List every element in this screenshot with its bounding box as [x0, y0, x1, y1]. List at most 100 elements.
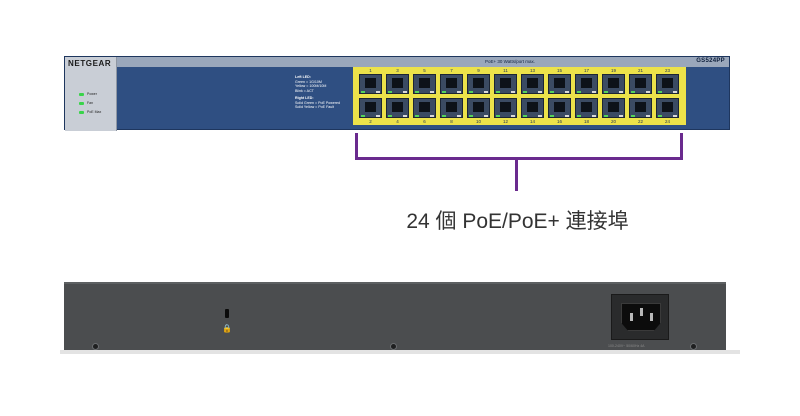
ethernet-port[interactable]	[413, 74, 436, 94]
link-led-icon	[577, 115, 581, 117]
poe-led-icon	[565, 91, 569, 93]
port-number-label: 22	[637, 119, 643, 124]
link-led-icon	[658, 115, 662, 117]
brand-block: NETGEAR Power Fan PoE Max	[65, 57, 117, 131]
power-pin	[640, 308, 643, 316]
ethernet-port[interactable]	[440, 98, 463, 118]
ethernet-port[interactable]	[440, 74, 463, 94]
link-led-icon	[604, 91, 608, 93]
front-top-strip	[65, 57, 729, 67]
ethernet-port[interactable]	[494, 74, 517, 94]
link-led-icon	[442, 115, 446, 117]
power-pin	[630, 313, 633, 321]
poe-led-icon	[592, 115, 596, 117]
port-number-label: 18	[583, 119, 589, 124]
port-number-label: 14	[529, 119, 535, 124]
poe-led-icon	[565, 115, 569, 117]
model-name: GS524PP	[696, 58, 725, 64]
power-inlet[interactable]	[621, 303, 661, 331]
poe-led-icon	[457, 91, 461, 93]
port-number-label: 21	[637, 68, 643, 73]
ethernet-port[interactable]	[521, 98, 544, 118]
ethernet-port[interactable]	[467, 74, 490, 94]
poe-led-icon	[538, 115, 542, 117]
led-legend: Left LED: Green = 1G/10M Yellow = 100M/1…	[295, 75, 353, 110]
ethernet-port[interactable]	[656, 74, 679, 94]
lock-icon: 🔒	[222, 324, 232, 333]
link-led-icon	[550, 91, 554, 93]
ethernet-port[interactable]	[629, 74, 652, 94]
status-led-label: Power	[87, 92, 97, 96]
link-led-icon	[469, 91, 473, 93]
left-led-line: Yellow = 100M/10M	[295, 84, 327, 88]
ethernet-port[interactable]	[386, 98, 409, 118]
power-rating-label: 100-240V~ 50/60Hz 4A	[608, 344, 645, 348]
port-number-label: 11	[503, 68, 508, 73]
screw-icon	[690, 343, 697, 350]
port-number-label: 13	[529, 68, 535, 73]
brand-logo: NETGEAR	[68, 59, 112, 68]
poe-led-icon	[646, 91, 650, 93]
poe-led-icon	[619, 91, 623, 93]
status-led-poe-max: PoE Max	[79, 109, 113, 115]
link-led-icon	[496, 91, 500, 93]
link-led-icon	[577, 91, 581, 93]
poe-led-icon	[484, 91, 488, 93]
port-number-label: 24	[664, 119, 670, 124]
left-led-title: Left LED:	[295, 75, 311, 79]
poe-led-icon	[673, 115, 677, 117]
port-number-label: 4	[396, 119, 399, 124]
ethernet-port[interactable]	[359, 74, 382, 94]
status-led-label: Fan	[87, 101, 94, 105]
ethernet-port[interactable]	[548, 74, 571, 94]
ethernet-port[interactable]	[467, 98, 490, 118]
right-led-title: Right LED:	[295, 96, 314, 100]
link-led-icon	[523, 91, 527, 93]
link-led-icon	[604, 115, 608, 117]
link-led-icon	[415, 115, 419, 117]
port-number-label: 7	[450, 68, 453, 73]
poe-budget-label: PoE+ 30 Watts/port max.	[485, 59, 535, 64]
ethernet-port[interactable]	[548, 98, 571, 118]
status-led-fan: Fan	[79, 100, 113, 106]
ethernet-port[interactable]	[521, 74, 544, 94]
ethernet-port[interactable]	[575, 98, 598, 118]
ethernet-port[interactable]	[629, 98, 652, 118]
port-number-label: 15	[556, 68, 562, 73]
port-number-label: 19	[610, 68, 616, 73]
status-led-power: Power	[79, 91, 113, 97]
ethernet-port[interactable]	[386, 74, 409, 94]
poe-max-led-icon	[79, 110, 84, 114]
ethernet-port[interactable]	[413, 98, 436, 118]
port-number-label: 10	[475, 119, 481, 124]
link-led-icon	[388, 115, 392, 117]
link-led-icon	[442, 91, 446, 93]
port-number-label: 1	[369, 68, 372, 73]
ethernet-port[interactable]	[494, 98, 517, 118]
ethernet-port[interactable]	[656, 98, 679, 118]
ethernet-port[interactable]	[602, 74, 625, 94]
link-led-icon	[415, 91, 419, 93]
link-led-icon	[550, 115, 554, 117]
poe-led-icon	[376, 91, 380, 93]
poe-led-icon	[430, 115, 434, 117]
fan-led-icon	[79, 101, 84, 105]
ethernet-port[interactable]	[575, 74, 598, 94]
poe-led-icon	[376, 115, 380, 117]
poe-led-icon	[457, 115, 461, 117]
poe-led-icon	[646, 115, 650, 117]
kensington-lock-slot[interactable]	[225, 309, 229, 318]
ethernet-port[interactable]	[602, 98, 625, 118]
port-number-label: 12	[502, 119, 508, 124]
ethernet-port[interactable]	[359, 98, 382, 118]
switch-rear-panel: 🔒 100-240V~ 50/60Hz 4A	[64, 282, 726, 350]
poe-led-icon	[673, 91, 677, 93]
poe-led-icon	[511, 91, 515, 93]
status-led-label: PoE Max	[87, 110, 102, 114]
bottom-port-row	[359, 98, 679, 118]
port-number-label: 20	[610, 119, 616, 124]
power-pin	[650, 313, 653, 321]
link-led-icon	[361, 115, 365, 117]
